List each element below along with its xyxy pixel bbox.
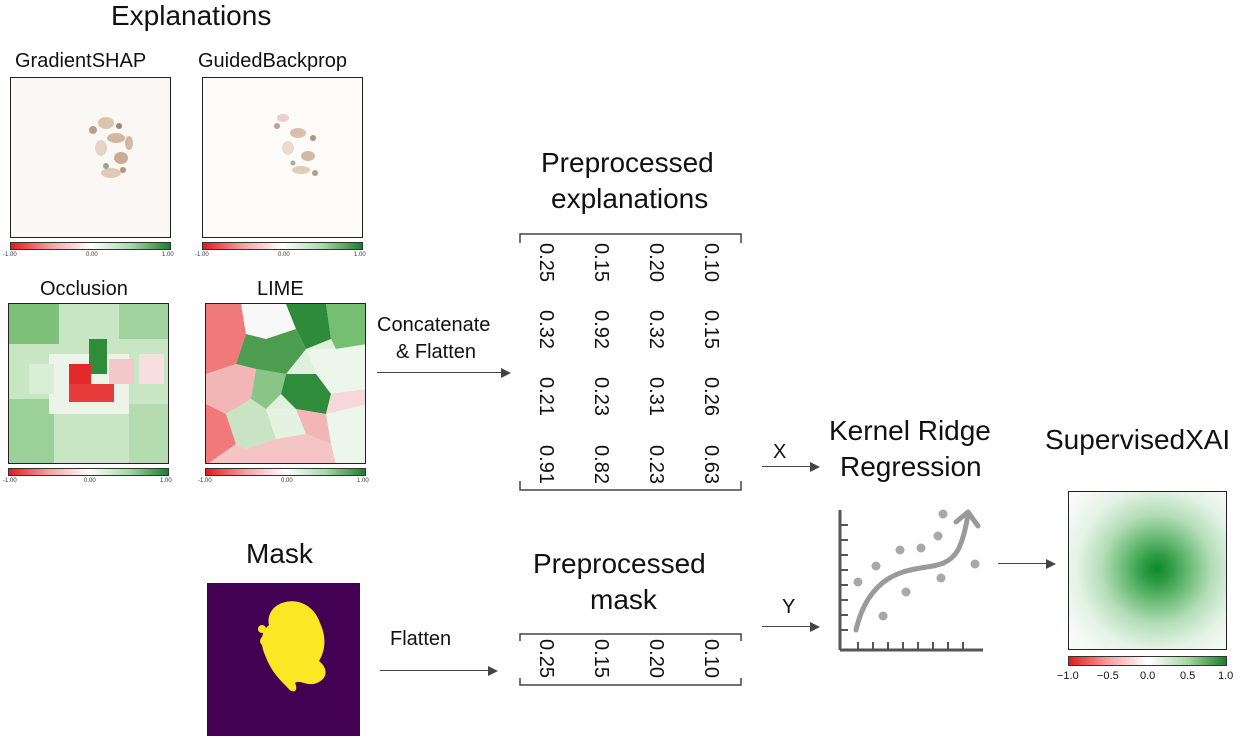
mask-vector: 0.25 0.15 0.20 0.10 <box>519 633 742 686</box>
gradientshap-colorbar-tick: 1.00 <box>162 252 174 258</box>
preprocessed-explanations-title-line2: explanations <box>551 183 709 214</box>
flatten-arrow-line <box>380 670 488 671</box>
y-arrow-line <box>762 626 810 627</box>
mask-image <box>207 583 360 736</box>
matrix-cell: 0.21 <box>534 377 557 416</box>
occlusion-colorbar-tick: -1.00 <box>3 478 17 484</box>
supervisedxai-colorbar-tick: 1.0 <box>1218 670 1234 682</box>
preprocessed-explanations-title-line1: Preprocessed <box>541 147 714 178</box>
occlusion-colorbar-tick: 0.00 <box>84 478 96 484</box>
explanations-title: Explanations <box>111 0 272 31</box>
lime-colorbar <box>205 468 366 476</box>
y-arrow-head <box>810 622 820 632</box>
matrix-cell: 0.15 <box>589 243 612 282</box>
flatten-arrow-head <box>488 666 498 676</box>
method-label-occlusion: Occlusion <box>40 278 128 300</box>
mask-vector-cell: 0.15 <box>589 639 612 678</box>
lime-colorbar-tick: 1.00 <box>357 478 369 484</box>
occlusion-colorbar-tick: 1.00 <box>160 478 172 484</box>
mask-vector-cell: 0.25 <box>534 639 557 678</box>
supervisedxai-heatmap <box>1068 491 1227 650</box>
gradientshap-heatmap <box>10 77 171 238</box>
matrix-cell: 0.25 <box>534 243 557 282</box>
method-label-guidedbackprop: GuidedBackprop <box>198 50 347 72</box>
concat-label-line2: & Flatten <box>396 341 477 363</box>
matrix-cell: 0.23 <box>589 377 612 416</box>
krr-title-line2: Regression <box>840 451 982 482</box>
matrix-cell: 0.26 <box>699 377 722 416</box>
x-arrow-head <box>810 462 820 472</box>
gradientshap-colorbar-tick: 0.00 <box>86 252 98 258</box>
matrix-cell: 0.15 <box>699 310 722 349</box>
x-label: X <box>773 441 787 463</box>
matrix-cell: 0.10 <box>699 243 722 282</box>
flatten-label: Flatten <box>390 628 452 650</box>
supervisedxai-colorbar <box>1068 656 1227 666</box>
method-label-gradientshap: GradientSHAP <box>15 50 147 72</box>
matrix-cell: 0.32 <box>534 310 557 349</box>
concat-arrow-head <box>501 368 511 378</box>
guidedbackprop-heatmap <box>202 77 363 238</box>
concat-label-line1: Concatenate <box>377 314 491 336</box>
matrix-cell: 0.91 <box>534 445 557 484</box>
supervisedxai-colorbar-tick: 0.0 <box>1140 670 1156 682</box>
preprocessed-mask-title-line1: Preprocessed <box>533 548 706 579</box>
supervisedxai-title: SupervisedXAI <box>1045 424 1231 455</box>
guidedbackprop-colorbar-tick: -1.00 <box>195 252 209 258</box>
guidedbackprop-colorbar <box>202 242 363 250</box>
matrix-cell: 0.63 <box>699 445 722 484</box>
x-arrow-line <box>762 466 810 467</box>
output-arrow-head <box>1046 559 1056 569</box>
output-arrow-line <box>998 563 1046 564</box>
concat-arrow-line <box>377 372 501 373</box>
matrix-cell: 0.82 <box>589 445 612 484</box>
guidedbackprop-colorbar-tick: 0.00 <box>278 252 290 258</box>
mask-vector-cell: 0.20 <box>644 639 667 678</box>
guidedbackprop-colorbar-tick: 1.00 <box>354 252 366 258</box>
supervisedxai-colorbar-tick: −1.0 <box>1057 670 1079 682</box>
occlusion-heatmap <box>8 303 169 464</box>
explanations-matrix: 0.25 0.15 0.20 0.10 0.32 0.92 0.32 0.15 … <box>519 233 742 491</box>
y-label: Y <box>782 596 796 618</box>
gradientshap-colorbar <box>10 242 171 250</box>
lime-colorbar-tick: 0.00 <box>281 478 293 484</box>
matrix-cell: 0.92 <box>589 310 612 349</box>
krr-title-line1: Kernel Ridge <box>829 415 991 446</box>
supervisedxai-colorbar-tick: 0.5 <box>1180 670 1196 682</box>
preprocessed-mask-title-line2: mask <box>590 584 657 615</box>
matrix-cell: 0.31 <box>644 377 667 416</box>
matrix-cell: 0.32 <box>644 310 667 349</box>
occlusion-colorbar <box>8 468 169 476</box>
gradientshap-colorbar-tick: -1.00 <box>3 252 17 258</box>
lime-colorbar-tick: -1.00 <box>198 478 212 484</box>
regression-icon <box>828 500 988 660</box>
lime-heatmap <box>205 303 366 464</box>
matrix-cell: 0.20 <box>644 243 667 282</box>
matrix-cell: 0.23 <box>644 445 667 484</box>
mask-vector-cell: 0.10 <box>699 639 722 678</box>
method-label-lime: LIME <box>257 278 304 300</box>
mask-title: Mask <box>246 538 313 569</box>
supervisedxai-colorbar-tick: −0.5 <box>1097 670 1119 682</box>
